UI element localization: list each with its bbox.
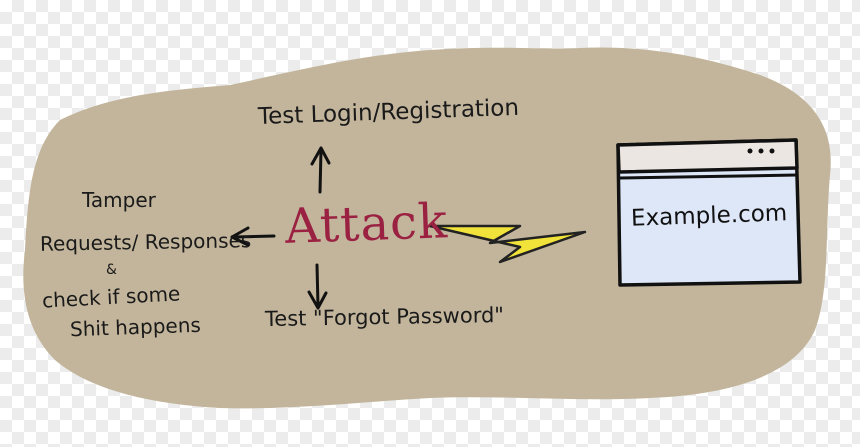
branch-left-line-1: Tamper <box>82 188 156 212</box>
background-blob <box>23 47 831 409</box>
target-site-label: Example.com <box>630 200 788 232</box>
arrow-up-icon <box>310 146 331 194</box>
attack-label: Attack <box>284 193 449 255</box>
arrow-left-icon <box>230 226 276 247</box>
arrow-down-icon <box>307 263 328 310</box>
browser-window-icon <box>616 138 802 287</box>
branch-left-line-5: Shit happens <box>69 312 202 342</box>
lightning-bolt-icon <box>428 224 587 264</box>
window-dots-icon <box>747 148 775 154</box>
branch-left-line-3: & <box>106 262 117 278</box>
branch-left-line-2: Requests/ Responses <box>39 228 252 256</box>
branch-down-label: Test "Forgot Password" <box>264 302 505 332</box>
